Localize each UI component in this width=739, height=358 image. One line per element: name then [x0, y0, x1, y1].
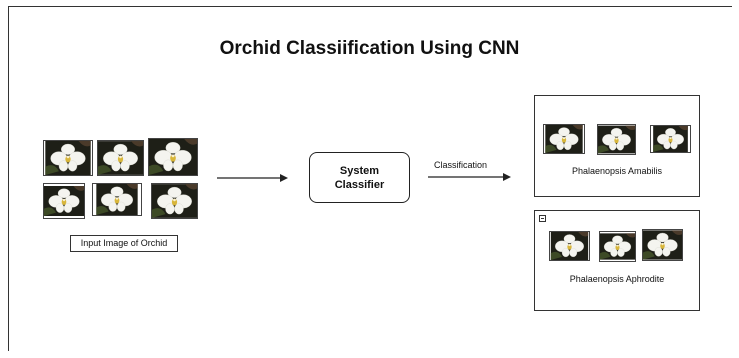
orchid-photo-icon [650, 125, 691, 153]
classifier-label-line2: Classifier [334, 178, 385, 191]
classifier-label-line1: System [339, 164, 380, 177]
diagram-title: Orchid Classiification Using CNN [219, 38, 520, 59]
orchid-photo-icon [97, 140, 144, 176]
orchid-photo-icon [43, 140, 93, 176]
result-label-amabilis: Phalaenopsis Amabilis [571, 166, 663, 176]
orchid-photo-icon [151, 183, 198, 219]
system-classifier-node: System Classifier [309, 152, 410, 203]
orchid-photo-icon [148, 138, 198, 176]
result-label-aphrodite: Phalaenopsis Aphrodite [569, 274, 665, 284]
result-box-aphrodite: Phalaenopsis Aphrodite [534, 210, 700, 311]
orchid-photo-icon [642, 229, 683, 261]
orchid-photo-icon [597, 124, 636, 155]
classifier-to-results-arrow [428, 173, 511, 181]
classification-edge-label: Classification [434, 160, 488, 170]
orchid-photo-icon [92, 183, 142, 216]
input-to-classifier-arrow [217, 174, 288, 182]
orchid-photo-icon [543, 124, 585, 154]
orchid-photo-icon [549, 231, 590, 261]
collapse-icon[interactable] [539, 215, 546, 222]
input-image-label: Input Image of Orchid [70, 235, 178, 252]
result-box-amabilis: Phalaenopsis Amabilis [534, 95, 700, 197]
diagram-frame [8, 6, 732, 351]
orchid-photo-icon [43, 183, 85, 219]
orchid-photo-icon [599, 231, 636, 262]
